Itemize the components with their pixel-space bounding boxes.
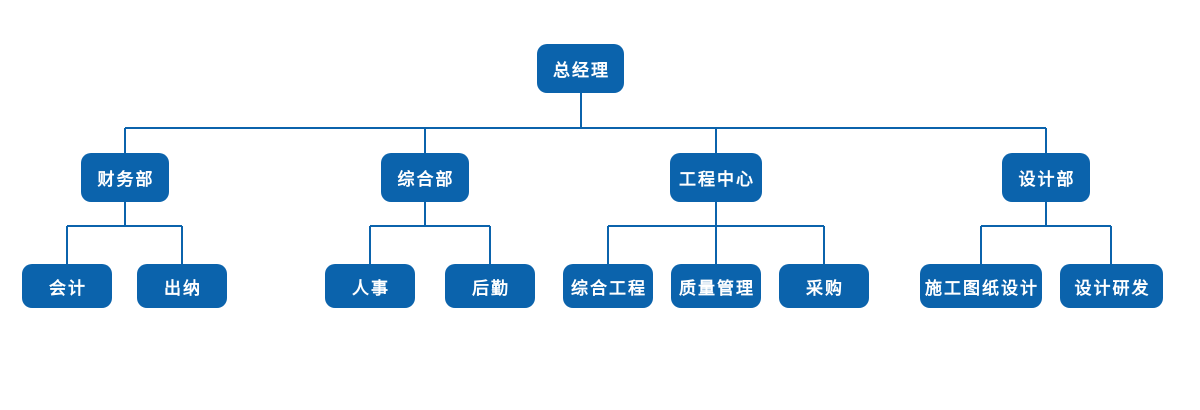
org-node-construction-drawing-design: 施工图纸设计 bbox=[920, 264, 1042, 308]
org-node-finance-dept: 财务部 bbox=[81, 153, 169, 202]
org-node-cashier: 出纳 bbox=[137, 264, 227, 308]
org-node-logistics: 后勤 bbox=[445, 264, 535, 308]
org-node-design-rnd: 设计研发 bbox=[1060, 264, 1163, 308]
org-node-hr: 人事 bbox=[325, 264, 415, 308]
org-node-accounting: 会计 bbox=[22, 264, 112, 308]
org-node-quality-management: 质量管理 bbox=[671, 264, 761, 308]
org-node-engineering-center: 工程中心 bbox=[670, 153, 762, 202]
org-node-design-dept: 设计部 bbox=[1002, 153, 1090, 202]
org-node-general-engineering: 综合工程 bbox=[563, 264, 653, 308]
org-node-general-manager: 总经理 bbox=[537, 44, 624, 93]
org-node-general-affairs-dept: 综合部 bbox=[381, 153, 469, 202]
org-node-procurement: 采购 bbox=[779, 264, 869, 308]
